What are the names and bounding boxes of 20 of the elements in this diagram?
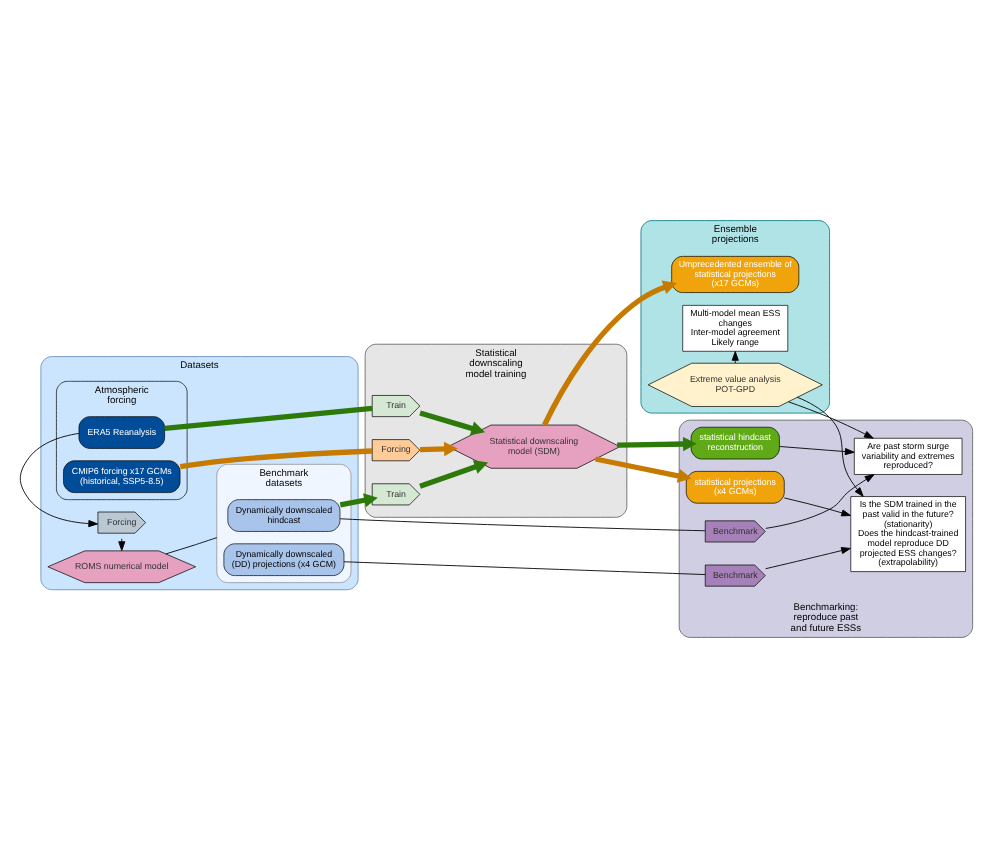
arrow	[542, 279, 677, 426]
arrow	[339, 492, 378, 507]
arrow	[419, 409, 486, 435]
arrow	[765, 473, 875, 528]
arrow	[796, 395, 864, 496]
arrow	[595, 455, 692, 482]
connector	[339, 517, 706, 531]
arrow	[419, 459, 489, 488]
arrow	[731, 350, 739, 363]
arrow	[788, 400, 874, 438]
arrow	[617, 435, 697, 451]
connector	[165, 536, 218, 554]
connector	[343, 560, 706, 574]
arrow	[765, 546, 851, 569]
arrow	[19, 432, 99, 527]
arrow	[783, 496, 851, 516]
arrow	[779, 445, 855, 455]
connector	[179, 447, 373, 469]
arrow	[419, 440, 458, 456]
connector	[164, 404, 373, 431]
